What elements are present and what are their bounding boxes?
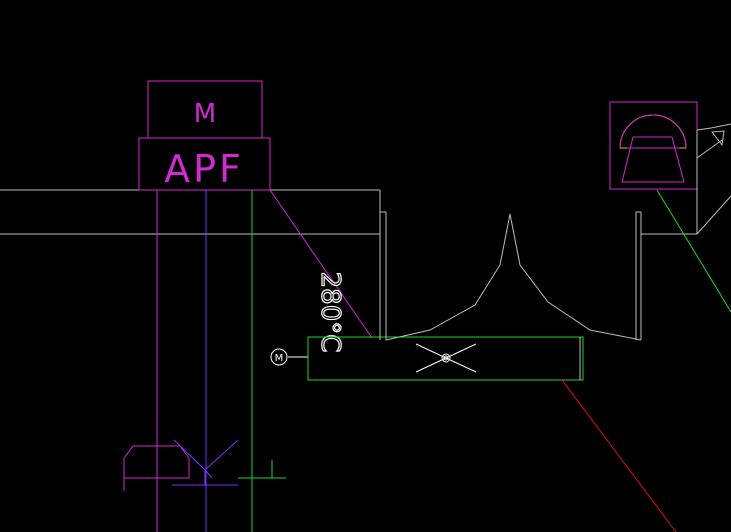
fan-motor-label: M (275, 353, 284, 364)
motor-box[interactable]: M (147, 80, 263, 139)
temperature-label: 280°C (315, 272, 345, 353)
flow-arrow-icon (696, 123, 731, 235)
diagonal-duct-green (656, 189, 731, 313)
apf-label: APF (164, 147, 244, 191)
horizontal-duct (0, 189, 381, 235)
motor-label: M (194, 99, 216, 129)
filter-icon[interactable] (123, 439, 286, 491)
fan-motor-symbol[interactable]: M (270, 348, 308, 366)
fan-housing[interactable] (307, 336, 584, 381)
vertical-pipes (156, 190, 253, 532)
hood-profile (379, 211, 697, 341)
diagonal-duct-red (561, 379, 677, 532)
apf-box[interactable]: APF (138, 137, 271, 191)
fan-icon (415, 343, 477, 373)
burner-hood-icon[interactable] (609, 101, 698, 190)
diagonal-duct-magenta (269, 189, 373, 339)
